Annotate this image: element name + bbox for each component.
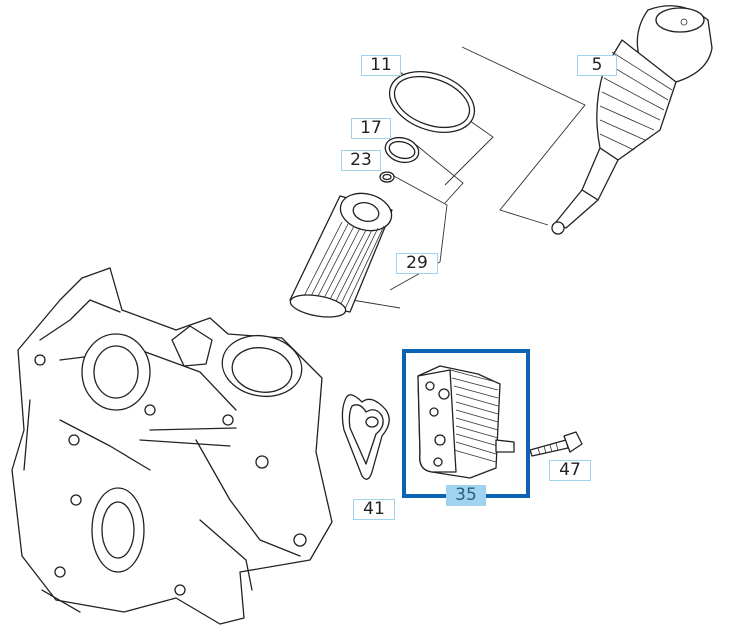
callout-part-23[interactable]: 23 [341, 150, 381, 171]
cooler-bolt[interactable] [529, 431, 583, 457]
callout-part-5[interactable]: 5 [577, 55, 617, 76]
oil-filter-cap[interactable] [551, 5, 713, 235]
oil-cooler-gasket[interactable] [341, 394, 390, 480]
callout-part-47[interactable]: 47 [549, 460, 591, 481]
small-seal-ring[interactable] [379, 171, 395, 183]
oil-cooler[interactable] [417, 365, 515, 479]
callout-part-41[interactable]: 41 [353, 499, 395, 520]
oil-filter-element[interactable] [289, 188, 396, 321]
large-o-ring[interactable] [381, 61, 483, 144]
callout-part-35[interactable]: 35 [446, 485, 486, 506]
callout-part-29[interactable]: 29 [396, 253, 438, 274]
medium-o-ring[interactable] [382, 134, 421, 166]
callout-part-17[interactable]: 17 [351, 118, 391, 139]
selected-part-frame [402, 349, 530, 498]
engine-timing-cover [11, 267, 333, 625]
callout-part-11[interactable]: 11 [361, 55, 401, 76]
